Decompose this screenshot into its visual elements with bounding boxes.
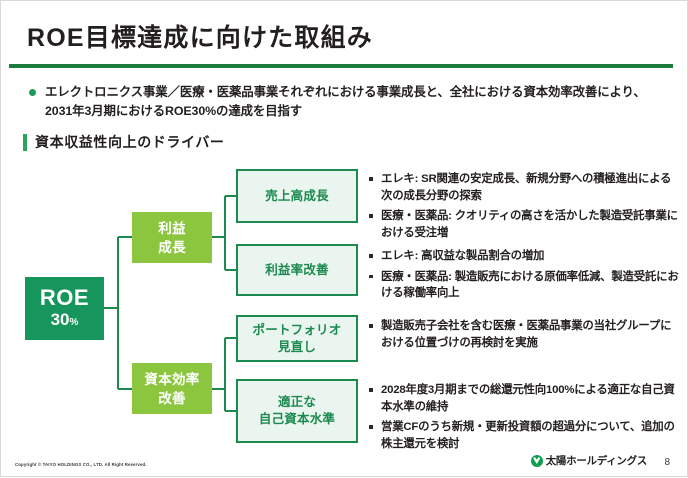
node-profit-growth: 利益成長 xyxy=(132,212,212,263)
section-accent-bar-icon xyxy=(23,133,27,151)
node-portfolio-review-line2: 見直し xyxy=(277,339,317,354)
detail-item: 医療・医薬品: クオリティの高さを活かした製造受託事業における受注増 xyxy=(367,208,679,241)
details-portfolio-review: 製造販売子会社を含む医療・医薬品事業の当社グループにおける位置づけの再検討を実施 xyxy=(367,318,679,351)
node-margin-improvement-line1: 利益率改善 xyxy=(265,262,329,277)
node-equity-level-line1: 適正な xyxy=(277,395,317,409)
node-capital-efficiency: 資本効率改善 xyxy=(132,363,212,414)
node-profit-growth-line2: 成長 xyxy=(158,239,186,255)
node-portfolio-review-line1: ポートフォリオ xyxy=(252,322,342,337)
detail-item: 2028年度3月期までの総還元性向100%による適正な自己資本水準の維持 xyxy=(367,382,679,415)
copyright-text: Copyright © TAIYO HOLDINGS CO., LTD. All… xyxy=(15,461,147,467)
node-equity-level-line2: 自己資本水準 xyxy=(258,412,336,426)
node-roe-label: ROE xyxy=(39,284,90,310)
node-margin-improvement: 利益率改善 xyxy=(236,244,358,296)
company-logo: 太陽ホールディングス xyxy=(530,453,648,468)
details-sales-growth: エレキ: SR関連の安定成長、新規分野への積極進出による次の成長分野の探索 医療… xyxy=(367,171,679,241)
node-portfolio-review: ポートフォリオ見直し xyxy=(236,315,358,362)
title-divider xyxy=(9,64,673,68)
intro-bullet: エレクトロニクス事業／医療・医薬品事業それぞれにおける事業成長と、全社における資… xyxy=(29,83,669,121)
detail-item: 医療・医薬品: 製造販売における原価率低減、製造受託における稼働率向上 xyxy=(367,269,679,302)
node-sales-growth-line1: 売上高成長 xyxy=(265,188,329,203)
node-roe-unit: % xyxy=(69,316,79,328)
node-sales-growth: 売上高成長 xyxy=(236,169,358,223)
details-margin-improvement: エレキ: 高収益な製品割合の増加 医療・医薬品: 製造販売における原価率低減、製… xyxy=(367,248,679,302)
detail-item: エレキ: 高収益な製品割合の増加 xyxy=(367,248,679,265)
taiyo-logo-icon xyxy=(530,454,543,467)
detail-item: 製造販売子会社を含む医療・医薬品事業の当社グループにおける位置づけの再検討を実施 xyxy=(367,318,679,351)
company-name: 太陽ホールディングス xyxy=(545,455,648,467)
section-header-text: 資本収益性向上のドライバー xyxy=(35,134,225,150)
intro-bullet-text: エレクトロニクス事業／医療・医薬品事業それぞれにおける事業成長と、全社における資… xyxy=(45,85,646,118)
node-capital-efficiency-line2: 改善 xyxy=(158,390,186,406)
node-capital-efficiency-line1: 資本効率 xyxy=(144,371,200,387)
page-number: 8 xyxy=(664,457,670,468)
details-equity-level: 2028年度3月期までの総還元性向100%による適正な自己資本水準の維持 営業C… xyxy=(367,382,679,452)
node-roe: ROE 30% xyxy=(25,277,104,340)
detail-item: 営業CFのうち新規・更新投資額の超過分について、追加の株主還元を検討 xyxy=(367,419,679,452)
bullet-dot-icon xyxy=(29,89,36,96)
node-profit-growth-line1: 利益 xyxy=(158,220,186,236)
section-header: 資本収益性向上のドライバー xyxy=(23,132,225,152)
node-equity-level: 適正な自己資本水準 xyxy=(236,379,358,443)
detail-item: エレキ: SR関連の安定成長、新規分野への積極進出による次の成長分野の探索 xyxy=(367,171,679,204)
node-roe-value: 30% xyxy=(50,309,79,329)
page-title: ROE目標達成に向けた取組み xyxy=(27,24,373,52)
